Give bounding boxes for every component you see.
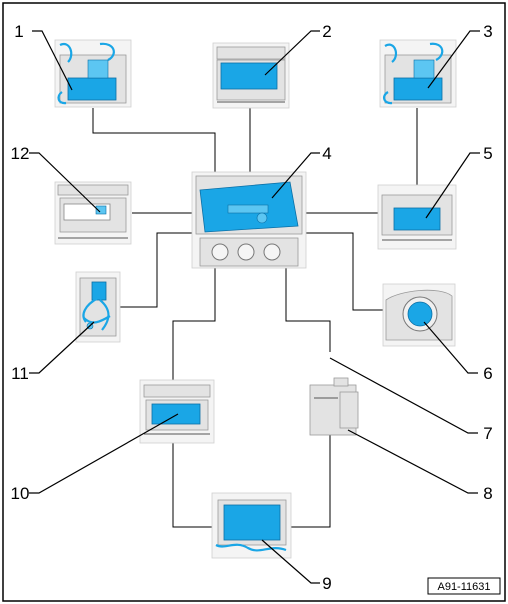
leader-lines — [29, 30, 480, 584]
callout-6: 6 — [483, 364, 492, 383]
callout-9: 9 — [322, 574, 331, 593]
callout-8: 8 — [483, 484, 492, 503]
reference-code-box: A91-11631 — [427, 577, 501, 595]
callout-4: 4 — [322, 144, 331, 163]
callout-12: 12 — [11, 144, 30, 163]
callout-numbers: 1 2 3 4 5 6 7 8 9 10 11 12 — [11, 22, 493, 593]
callout-2: 2 — [322, 22, 331, 41]
part-3-image — [379, 39, 457, 108]
part-9-image — [211, 492, 292, 559]
callout-11: 11 — [11, 364, 29, 383]
part-4-image — [191, 171, 307, 269]
part-5-image — [377, 184, 457, 250]
part-10-image — [139, 379, 215, 444]
part-6-image — [382, 283, 456, 347]
reference-code: A91-11631 — [437, 581, 490, 593]
callout-7: 7 — [483, 424, 492, 443]
connection-wires — [92, 108, 418, 528]
callout-1: 1 — [14, 22, 23, 41]
part-1-image — [54, 39, 132, 108]
part-2-image — [212, 42, 290, 109]
callout-3: 3 — [483, 22, 492, 41]
callout-10: 10 — [11, 484, 30, 503]
part-12-image — [54, 181, 132, 245]
part-11-image — [75, 271, 121, 343]
callout-5: 5 — [483, 144, 492, 163]
part-7-8-image — [309, 377, 359, 436]
